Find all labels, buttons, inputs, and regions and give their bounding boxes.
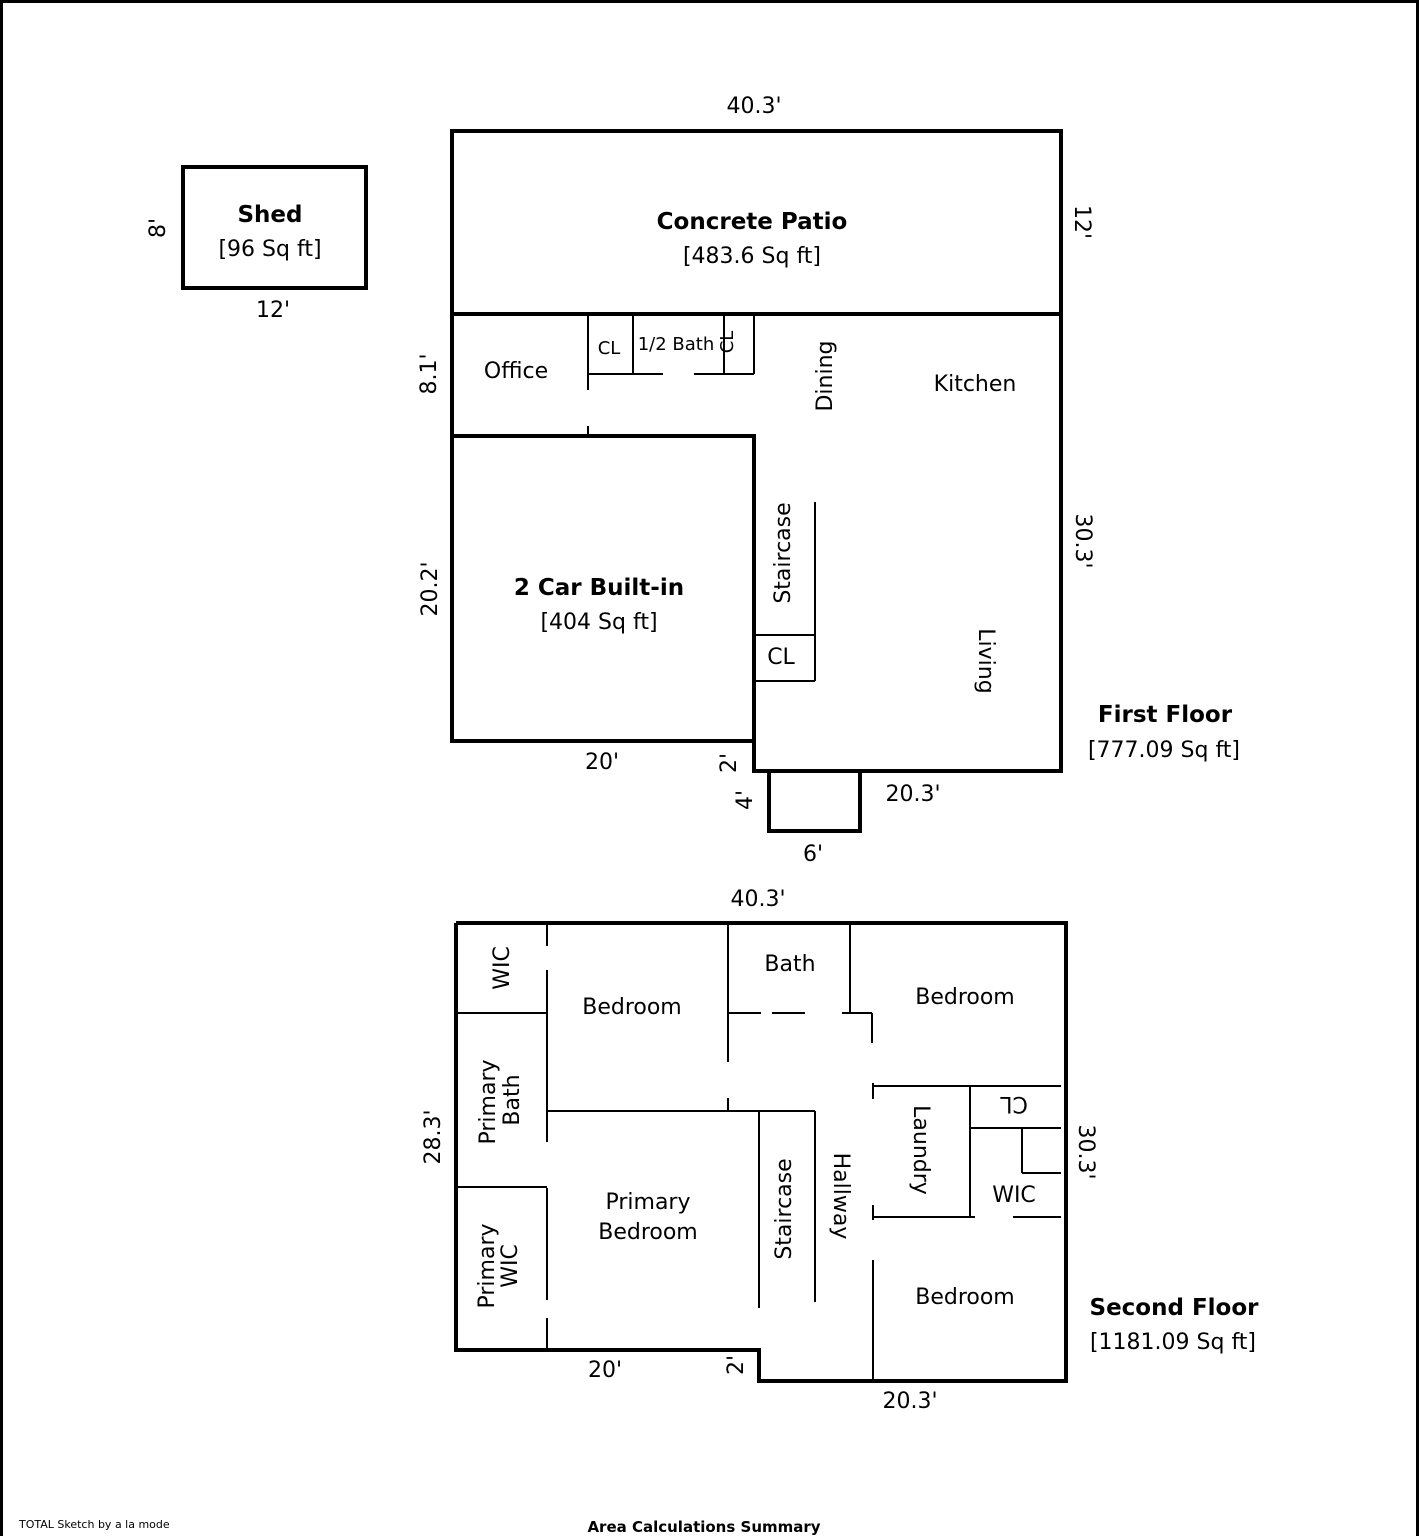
sf-title: Second Floor bbox=[1090, 1295, 1260, 1321]
sf-laundry-label: Laundry bbox=[908, 1105, 933, 1195]
ff-kitchen-label: Kitchen bbox=[934, 372, 1017, 397]
sf-wic-1-label: WIC bbox=[490, 946, 515, 990]
sf-area: [1181.09 Sq ft] bbox=[1090, 1330, 1256, 1355]
sf-dim-bottom-left: 20' bbox=[588, 1358, 622, 1383]
patio-area: [483.6 Sq ft] bbox=[683, 244, 821, 269]
sf-dim-right: 30.3' bbox=[1073, 1124, 1098, 1179]
ff-garage-title: 2 Car Built-in bbox=[514, 575, 684, 601]
sf-primary-wic-label-1: Primary bbox=[475, 1223, 500, 1308]
second-floor: WIC Bedroom Bath Bedroom Primary Bath CL… bbox=[421, 887, 1259, 1414]
ff-dim-step: 2' bbox=[717, 753, 742, 773]
sf-wic-2-label: WIC bbox=[992, 1183, 1036, 1208]
shed-title: Shed bbox=[237, 202, 302, 228]
patio-dim-top: 40.3' bbox=[726, 94, 781, 119]
ff-dim-left-lower: 20.2' bbox=[418, 561, 443, 616]
sf-dim-left: 28.3' bbox=[421, 1109, 446, 1164]
shed-area: [96 Sq ft] bbox=[218, 237, 321, 262]
sf-dim-bottom-right: 20.3' bbox=[882, 1389, 937, 1414]
ff-office-label: Office bbox=[484, 359, 548, 384]
sf-hallway-label: Hallway bbox=[828, 1153, 853, 1240]
sf-primary-bath-label-2: Bath bbox=[500, 1074, 525, 1125]
sf-staircase-label: Staircase bbox=[772, 1158, 797, 1259]
sf-bath-label: Bath bbox=[764, 952, 815, 977]
ff-dining-label: Dining bbox=[813, 340, 838, 411]
ff-staircase-label: Staircase bbox=[771, 502, 796, 603]
concrete-patio: Concrete Patio [483.6 Sq ft] 40.3' 12' bbox=[450, 94, 1094, 316]
ff-half-bath-label: 1/2 Bath bbox=[638, 334, 715, 355]
shed-dim-side: 8' bbox=[146, 218, 171, 238]
ff-closet-2-label: CL bbox=[717, 331, 738, 354]
patio-title: Concrete Patio bbox=[657, 209, 848, 235]
sf-dim-step: 2' bbox=[724, 1355, 749, 1375]
shed-dim-bottom: 12' bbox=[256, 298, 290, 323]
ff-area: [777.09 Sq ft] bbox=[1088, 738, 1240, 763]
ff-title: First Floor bbox=[1098, 702, 1233, 728]
patio-dim-right: 12' bbox=[1069, 205, 1094, 239]
sf-closet-label: CL bbox=[999, 1091, 1027, 1116]
sf-primary-bedroom-label-2: Bedroom bbox=[598, 1220, 698, 1245]
area-summary-title: Area Calculations Summary bbox=[587, 1518, 820, 1536]
ff-dim-porch-bottom: 6' bbox=[803, 842, 823, 867]
ff-dim-left-upper: 8.1' bbox=[417, 353, 442, 394]
ff-living-label: Living bbox=[973, 628, 998, 693]
ff-dim-garage-bottom: 20' bbox=[585, 750, 619, 775]
sf-primary-bath-label-1: Primary bbox=[476, 1059, 501, 1144]
sf-primary-wic-label-2: WIC bbox=[498, 1244, 523, 1288]
ff-garage-area: [404 Sq ft] bbox=[540, 610, 657, 635]
ff-closet-3-label: CL bbox=[767, 645, 795, 670]
ff-dim-right: 30.3' bbox=[1070, 513, 1095, 568]
sf-bedroom-1-label: Bedroom bbox=[582, 995, 682, 1020]
first-floor: Office CL 1/2 Bath CL Dining Kitchen Sta… bbox=[417, 314, 1240, 867]
ff-dim-porch-side: 4' bbox=[733, 790, 758, 810]
sketch-credit: TOTAL Sketch by a la mode bbox=[18, 1518, 170, 1531]
sf-bedroom-3-label: Bedroom bbox=[915, 1285, 1015, 1310]
ff-closet-1-label: CL bbox=[598, 338, 621, 359]
sf-bedroom-2-label: Bedroom bbox=[915, 985, 1015, 1010]
ff-dim-bottom-right: 20.3' bbox=[885, 782, 940, 807]
sf-primary-bedroom-label-1: Primary bbox=[605, 1190, 690, 1215]
shed: Shed [96 Sq ft] 8' 12' bbox=[146, 165, 368, 323]
sf-dim-top: 40.3' bbox=[730, 887, 785, 912]
